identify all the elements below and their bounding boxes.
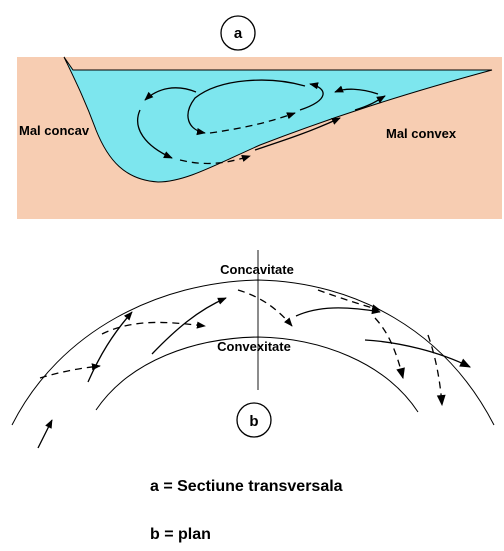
plan-arrow-right-down-dashed <box>375 318 403 378</box>
label-convexitate: Convexitate <box>217 339 291 354</box>
legend-line-b: b = plan <box>150 526 211 544</box>
label-concavitate: Concavitate <box>220 262 294 277</box>
plan-arrow-right-lower <box>365 340 470 367</box>
label-mal-convex: Mal convex <box>386 126 457 141</box>
plan-arrow-bottom-left <box>38 420 52 448</box>
panel-b-marker: b <box>249 413 258 430</box>
plan-arrow-upper-dashed-1 <box>102 322 205 334</box>
legend-line-a: a = Sectiune transversala <box>150 478 343 496</box>
plan-arrow-far-right-dashed <box>428 335 442 405</box>
plan-arrow-center-rise <box>152 298 226 354</box>
panel-a-marker: a <box>234 25 243 42</box>
plan-arrow-left-rise <box>88 312 132 382</box>
plan-arrow-right-flow <box>296 308 380 316</box>
label-mal-concav: Mal concav <box>19 123 90 138</box>
plan-arrow-apex-dashed <box>238 290 292 326</box>
cross-section-panel: a Mal concav Mal convex <box>17 16 502 219</box>
plan-arrow-right-dashed-upper <box>318 290 380 310</box>
